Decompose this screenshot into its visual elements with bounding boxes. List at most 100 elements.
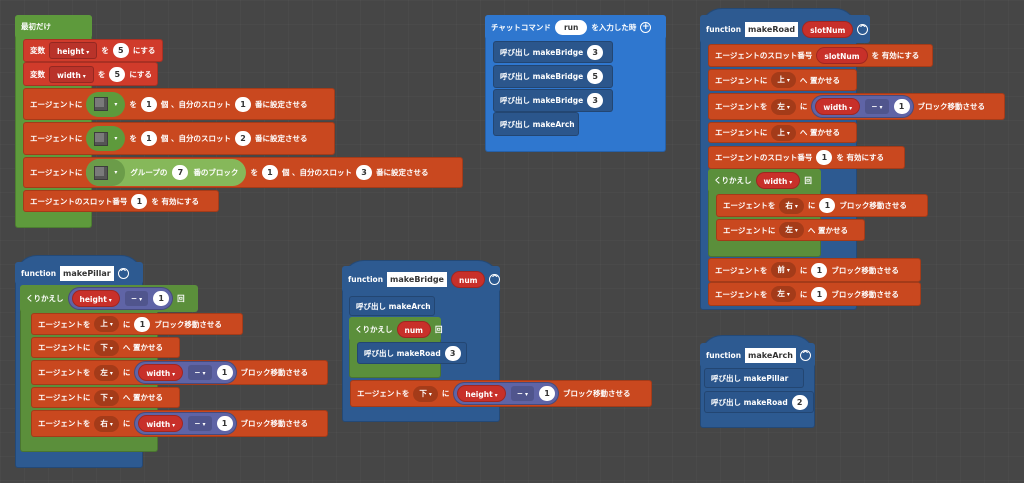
direction-dropdown[interactable]: 前▾ bbox=[771, 262, 796, 278]
number-input[interactable]: 2 bbox=[235, 131, 251, 146]
direction-dropdown[interactable]: 下▾ bbox=[94, 339, 119, 356]
on-start-header[interactable]: 最初だけ bbox=[15, 15, 92, 38]
direction-dropdown[interactable]: 下▾ bbox=[413, 385, 438, 402]
variable-dropdown[interactable]: width▾ bbox=[815, 98, 861, 115]
parameter-reporter[interactable]: num bbox=[450, 270, 486, 288]
function-call-block[interactable]: 呼び出し makeArch bbox=[349, 296, 435, 316]
direction-dropdown[interactable]: 右▾ bbox=[779, 197, 804, 214]
parameter-reporter[interactable]: slotNum bbox=[802, 20, 854, 38]
number-input[interactable]: 2 bbox=[791, 394, 808, 410]
string-input[interactable]: run bbox=[554, 19, 588, 35]
number-input[interactable]: 5 bbox=[112, 43, 129, 58]
variable-dropdown[interactable]: width▾ bbox=[138, 364, 184, 381]
agent-block[interactable]: エージェントに上▾へ 置かせる bbox=[708, 69, 857, 91]
number-input[interactable]: 1 bbox=[153, 291, 170, 306]
function-call-block[interactable]: 呼び出し makePillar bbox=[704, 368, 804, 388]
direction-dropdown[interactable]: 右▾ bbox=[94, 415, 119, 432]
number-input[interactable]: 1 bbox=[539, 386, 555, 401]
number-input[interactable]: 1 bbox=[140, 131, 157, 146]
number-input[interactable]: 3 bbox=[356, 165, 373, 180]
number-input[interactable]: 1 bbox=[816, 150, 833, 165]
math-expression[interactable]: height▾ −▾ 1 bbox=[67, 287, 174, 310]
direction-dropdown[interactable]: 下▾ bbox=[94, 389, 119, 406]
parameter-reporter[interactable]: slotNum bbox=[816, 47, 868, 64]
number-input[interactable]: 5 bbox=[587, 69, 604, 84]
number-input[interactable]: 3 bbox=[587, 93, 604, 108]
variable-dropdown[interactable]: width▾ bbox=[49, 65, 94, 83]
agent-block[interactable]: エージェントに下▾へ 置かせる bbox=[31, 337, 180, 358]
collapse-icon[interactable]: ^ bbox=[857, 23, 869, 35]
function-name-input[interactable]: makeBridge bbox=[387, 271, 447, 287]
variable-dropdown[interactable]: width▾ bbox=[138, 415, 184, 432]
number-input[interactable]: 1 bbox=[235, 96, 251, 112]
function-name-input[interactable]: makeRoad bbox=[745, 21, 799, 37]
variable-dropdown[interactable]: width▾ bbox=[755, 172, 801, 189]
direction-dropdown[interactable]: 左▾ bbox=[779, 222, 804, 238]
direction-dropdown[interactable]: 左▾ bbox=[771, 98, 796, 115]
variable-dropdown[interactable]: height▾ bbox=[49, 42, 98, 59]
number-input[interactable]: 1 bbox=[140, 96, 157, 112]
number-input[interactable]: 3 bbox=[587, 44, 604, 60]
collapse-icon[interactable]: ^ bbox=[799, 349, 811, 361]
variable-dropdown[interactable]: height▾ bbox=[457, 385, 506, 402]
number-input[interactable]: 1 bbox=[819, 198, 836, 213]
direction-dropdown[interactable]: 左▾ bbox=[771, 286, 796, 302]
math-expression[interactable]: width▾ −▾ 1 bbox=[134, 412, 237, 435]
collapse-icon[interactable]: ^ bbox=[117, 267, 129, 279]
agent-block[interactable]: エージェントに上▾へ 置かせる bbox=[708, 122, 857, 143]
math-expression[interactable]: height▾ −▾ 1 bbox=[453, 382, 559, 405]
number-input[interactable]: 1 bbox=[811, 286, 828, 302]
agent-block[interactable]: エージェントに左▾へ 置かせる bbox=[716, 219, 865, 241]
operator-dropdown[interactable]: −▾ bbox=[865, 99, 889, 114]
collapse-icon[interactable]: ^ bbox=[489, 273, 500, 285]
function-call-block[interactable]: 呼び出し makeArch bbox=[493, 112, 579, 136]
variable-dropdown[interactable]: height▾ bbox=[71, 290, 120, 307]
operator-dropdown[interactable]: −▾ bbox=[510, 386, 534, 401]
parameter-reporter[interactable]: num bbox=[396, 320, 431, 338]
number-input[interactable]: 1 bbox=[134, 316, 151, 332]
operator-dropdown[interactable]: −▾ bbox=[124, 291, 149, 306]
agent-block[interactable]: エージェントに下▾へ 置かせる bbox=[31, 387, 180, 408]
number-input[interactable]: 1 bbox=[261, 165, 278, 180]
function-name-input[interactable]: makePillar bbox=[60, 265, 114, 281]
number-input[interactable]: 1 bbox=[893, 99, 910, 114]
operator-dropdown[interactable]: −▾ bbox=[188, 416, 212, 431]
number-input[interactable]: 7 bbox=[172, 165, 189, 180]
direction-dropdown[interactable]: 左▾ bbox=[94, 364, 119, 381]
number-input[interactable]: 3 bbox=[444, 345, 461, 361]
block-item-picker[interactable]: ▾ bbox=[86, 159, 126, 186]
number-input[interactable]: 1 bbox=[216, 416, 233, 431]
number-input[interactable]: 1 bbox=[131, 193, 148, 209]
direction-dropdown[interactable]: 上▾ bbox=[94, 316, 119, 332]
operator-dropdown[interactable]: −▾ bbox=[188, 365, 212, 380]
block-item-picker[interactable]: ▾ bbox=[86, 126, 126, 151]
math-expression[interactable]: width▾−▾1 bbox=[134, 361, 237, 384]
